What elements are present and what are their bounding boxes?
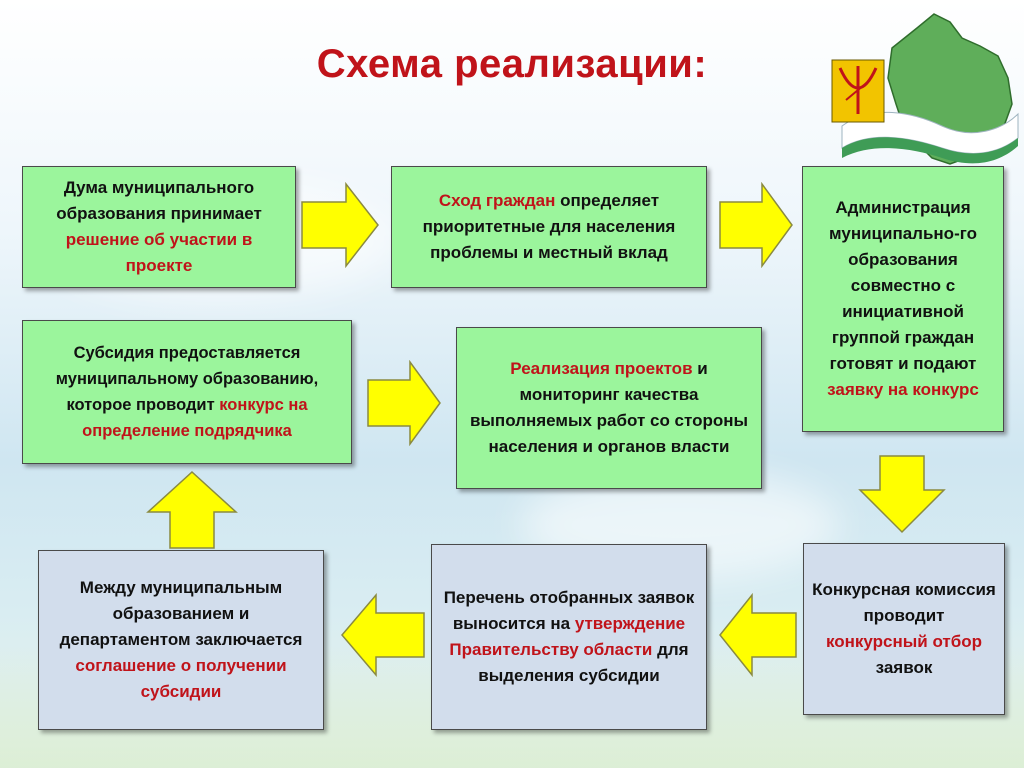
- agreement-text: Между муниципальным образованием и депар…: [47, 575, 315, 705]
- administration-application-box: Администрация муниципально-го образовани…: [802, 166, 1004, 432]
- text-fragment: Субсидия предоставляется муниципальному …: [55, 344, 319, 414]
- text-fragment: определяет приоритетные для населения пр…: [422, 191, 676, 262]
- approved-list-box: Перечень отобранных заявок выносится на …: [431, 544, 707, 730]
- highlighted-phrase: конкурс на определение подрядчика: [82, 396, 308, 440]
- competition-commission-text: Конкурсная комиссия проводит конкурсный …: [812, 577, 996, 681]
- text-fragment: Перечень отобранных заявок выносится на: [443, 588, 695, 633]
- highlighted-phrase: утверждение Правительству области: [449, 614, 686, 659]
- arrow-right-icon: [719, 182, 793, 268]
- agreement-box: Между муниципальным образованием и депар…: [38, 550, 324, 730]
- highlighted-phrase: Реализация проектов: [510, 359, 693, 378]
- text-fragment: Администрация муниципально-го образовани…: [829, 198, 977, 373]
- arrow-left-icon: [719, 593, 797, 677]
- highlighted-phrase: соглашение о получении субсидии: [75, 656, 287, 701]
- kirov-region-map-emblem-icon: [831, 13, 1019, 165]
- highlighted-phrase: Сход граждан: [438, 191, 556, 210]
- highlighted-phrase: заявку на конкурс: [827, 380, 979, 399]
- approved-list-text: Перечень отобранных заявок выносится на …: [440, 585, 698, 689]
- highlighted-phrase: решение об участии в проекте: [65, 230, 253, 275]
- duma-decision-text: Дума муниципального образования принимае…: [31, 175, 287, 279]
- text-fragment: Дума муниципального образования принимае…: [56, 178, 262, 223]
- competition-commission-box: Конкурсная комиссия проводит конкурсный …: [803, 543, 1005, 715]
- subsidy-box: Субсидия предоставляется муниципальному …: [22, 320, 352, 464]
- citizens-assembly-text: Сход граждан определяет приоритетные для…: [400, 188, 698, 266]
- duma-decision-box: Дума муниципального образования принимае…: [22, 166, 296, 288]
- page-title: Схема реализации:: [316, 42, 708, 86]
- administration-application-text: Администрация муниципально-го образовани…: [811, 195, 995, 403]
- text-fragment: заявок: [875, 658, 933, 677]
- text-fragment: для выделения субсидии: [478, 640, 689, 685]
- project-realization-text: Реализация проектов и мониторинг качеств…: [465, 356, 753, 460]
- highlighted-phrase: конкурсный отбор: [825, 632, 983, 651]
- text-fragment: Между муниципальным образованием и депар…: [59, 578, 303, 649]
- arrow-down-icon: [858, 455, 946, 534]
- arrow-up-icon: [146, 470, 238, 549]
- arrow-right-icon: [367, 360, 441, 446]
- text-fragment: Конкурсная комиссия проводит: [812, 580, 996, 625]
- citizens-assembly-box: Сход граждан определяет приоритетные для…: [391, 166, 707, 288]
- arrow-right-icon: [301, 182, 379, 268]
- arrow-left-icon: [341, 593, 425, 677]
- text-fragment: и мониторинг качества выполняемых работ …: [469, 359, 749, 456]
- subsidy-text: Субсидия предоставляется муниципальному …: [31, 340, 343, 444]
- project-realization-box: Реализация проектов и мониторинг качеств…: [456, 327, 762, 489]
